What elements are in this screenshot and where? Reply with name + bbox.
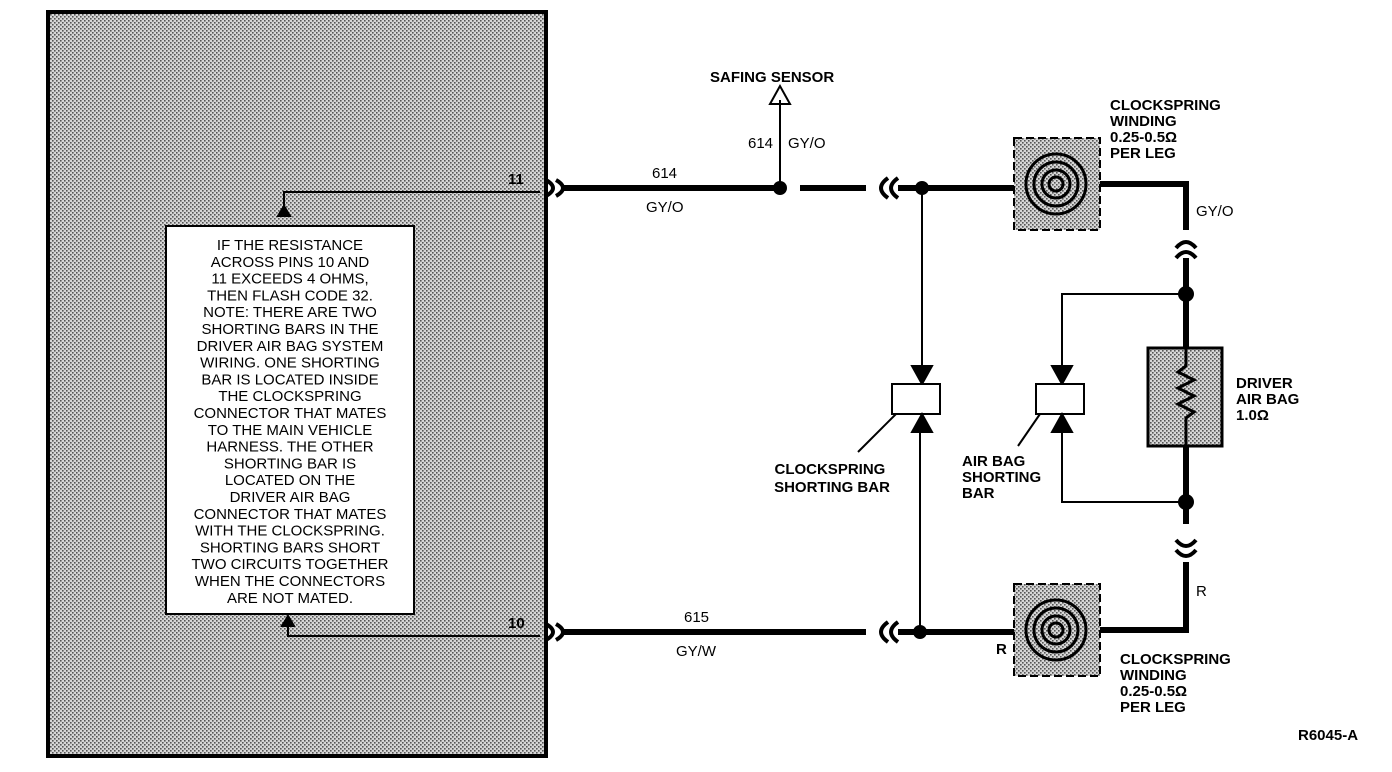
safing-arrow [768,83,792,105]
pin-10-label: 10 [508,615,525,632]
clockspring-shorting-label: CLOCKSPRING SHORTING BAR [774,461,890,496]
wire-top-color: GY/O [646,199,684,216]
right-top-color: GY/O [1196,203,1234,220]
note-line: WIRING. ONE SHORTING [200,355,380,372]
wire-bottom-circuit: 615 [684,609,709,626]
safing-circuit: 614 [748,135,773,152]
clockspring-winding-top [1013,137,1101,231]
note-line: DRIVER AIR BAG [230,489,351,506]
note-line: NOTE: THERE ARE TWO [203,304,377,321]
wire-top-circuit: 614 [652,165,677,182]
clockspring-winding-bottom [1013,583,1101,677]
note-line: LOCATED ON THE [225,472,355,489]
driver-air-bag [1146,346,1224,448]
bottom-winding-color: R [996,641,1007,658]
note-line: ACROSS PINS 10 AND [211,254,370,271]
note-line: HARNESS. THE OTHER [206,439,373,456]
note-line: TWO CIRCUITS TOGETHER [192,556,389,573]
safing-color: GY/O [788,135,826,152]
wire-bottom-color: GY/W [676,643,717,660]
right-side-wiring [1100,181,1198,633]
air-bag-shorting-label: AIR BAG SHORTING BAR [962,453,1045,502]
internal-wire-top [276,191,540,217]
figure-id: R6045-A [1298,727,1358,744]
note-line: TO THE MAIN VEHICLE [208,422,372,439]
wire-615-bottom [544,620,1022,644]
clockspring-shorting-bar [857,188,941,632]
note-line: ARE NOT MATED. [227,590,353,607]
note-line: SHORTING BAR IS [224,455,356,472]
note-line: CONNECTOR THAT MATES [194,506,387,523]
clockspring-top-label: CLOCKSPRING WINDING 0.25-0.5Ω PER LEG [1110,97,1225,162]
pin-11-label: 11 [508,171,524,188]
driver-air-bag-label: DRIVER AIR BAG 1.0Ω [1236,375,1304,424]
note-line: SHORTING BARS SHORT [200,539,380,556]
air-bag-shorting-bar [1017,293,1186,503]
note-line: WHEN THE CONNECTORS [195,573,385,590]
safing-sensor-label: SAFING SENSOR [710,69,834,86]
note-line: 11 EXCEEDS 4 OHMS, [211,271,368,288]
note-line: IF THE RESISTANCE [217,237,363,254]
note-line: WITH THE CLOCKSPRING. [195,523,385,540]
note-line: THE CLOCKSPRING [218,388,361,405]
note-line: DRIVER AIR BAG SYSTEM [197,338,384,355]
note-line: THEN FLASH CODE 32. [207,287,373,304]
note-line: SHORTING BARS IN THE [202,321,379,338]
note-box [165,225,415,615]
right-bottom-color: R [1196,583,1207,600]
note-line: BAR IS LOCATED INSIDE [201,371,378,388]
internal-wire-bottom [280,614,540,637]
clockspring-bottom-label: CLOCKSPRING WINDING 0.25-0.5Ω PER LEG [1120,651,1235,716]
note-line: CONNECTOR THAT MATES [194,405,387,422]
